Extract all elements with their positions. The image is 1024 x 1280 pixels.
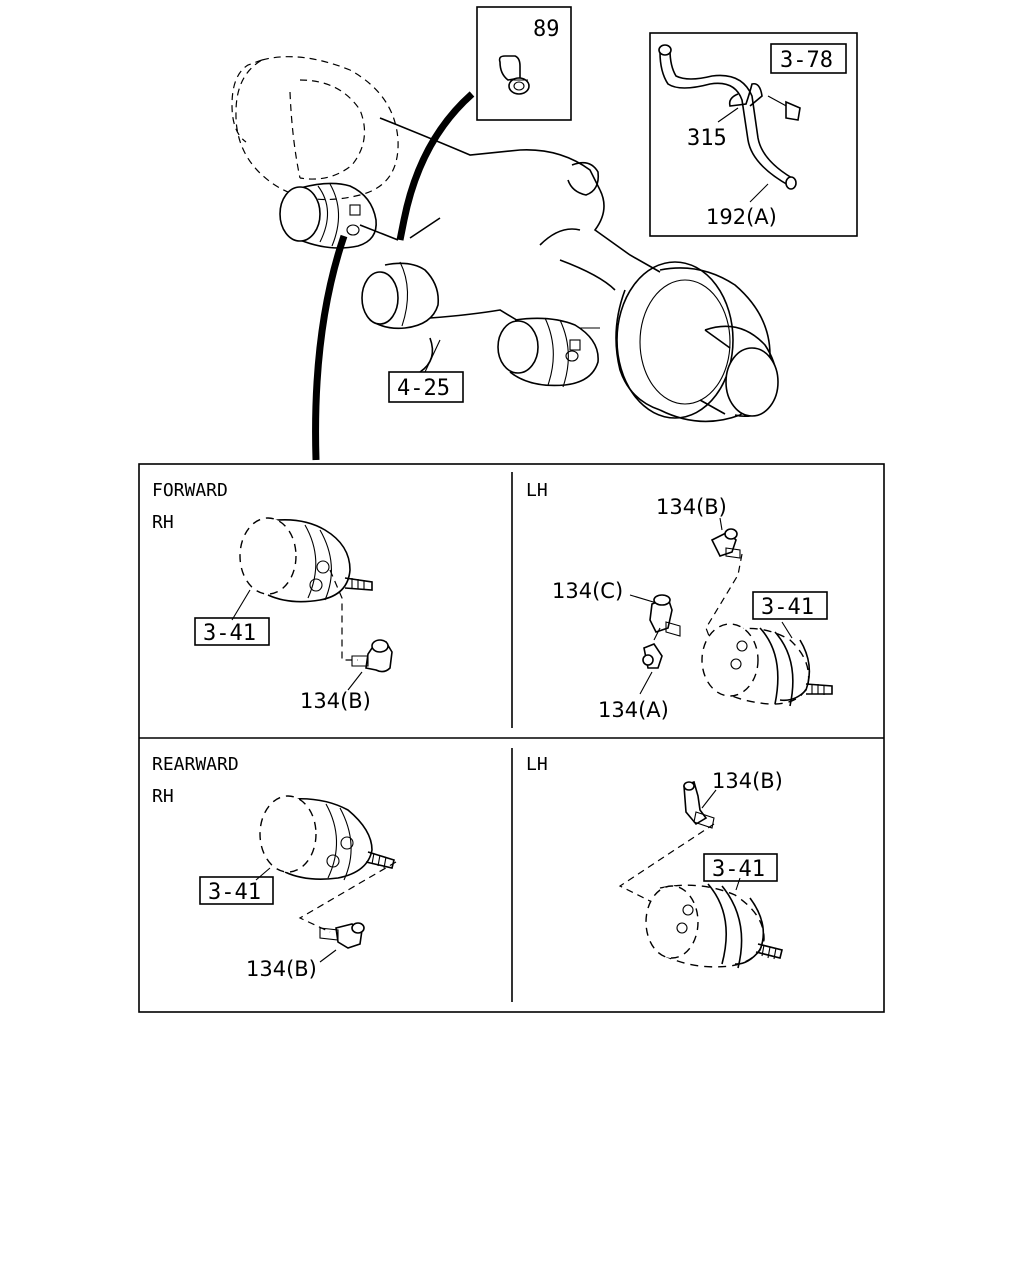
- axle-housing: [359, 117, 661, 323]
- label-134b-rear-rh: 134(B): [246, 957, 317, 981]
- middle-brake-chamber-top: [361, 261, 440, 330]
- ref-box-3-78: [770, 43, 847, 74]
- left-brake-drum: [231, 56, 399, 201]
- side-lh-forward: LH: [526, 480, 548, 501]
- label-134b-rear-lh: 134(B): [712, 769, 783, 793]
- elbow-fitting-rearward-rh: [319, 922, 365, 949]
- side-rh-rearward: RH: [152, 786, 174, 807]
- tee-fitting-134c: [649, 594, 681, 637]
- fitting-134a: [642, 627, 663, 669]
- right-brake-drum: [615, 261, 779, 423]
- hose-rearward-rh: [298, 861, 397, 933]
- left-brake-chamber-top: [279, 182, 377, 249]
- inset-part-89: 89: [476, 6, 572, 121]
- elbow-fitting-forward-rh: [351, 639, 393, 673]
- hose-rearward-lh: [618, 823, 715, 903]
- label-134a-fwd-lh: 134(A): [598, 698, 669, 722]
- hose-forward-rh: [329, 569, 358, 661]
- brake-chamber-rearward-rh: [259, 795, 395, 881]
- label-134b-fwd-rh: 134(B): [300, 689, 371, 713]
- panel-forward-rh: FORWARD RH 3-41 134(B): [152, 480, 393, 713]
- elbow-fitting-rearward-lh: [683, 780, 715, 829]
- label-192a: 192(A): [706, 205, 777, 229]
- axle-assembly-drawing: [231, 56, 779, 423]
- brake-chamber-forward-rh: [239, 517, 373, 603]
- label-134c-fwd-lh: 134(C): [552, 579, 623, 603]
- label-4-25: 4-25: [397, 376, 450, 401]
- brake-pipe-192a: [658, 44, 797, 190]
- side-lh-rearward: LH: [526, 754, 548, 775]
- ref-box-3-41-rear-lh: [703, 853, 778, 882]
- ref-4-25: 4-25: [388, 339, 464, 403]
- bolt-3-78: [767, 95, 801, 121]
- callout-leaders: [312, 91, 475, 461]
- brake-chamber-forward-lh: [701, 623, 833, 707]
- label-3-78: 3-78: [780, 48, 833, 73]
- side-rh-forward: RH: [152, 512, 174, 533]
- elbow-fitting-134b-fwd-lh: [710, 528, 741, 559]
- label-3-41-fwd-lh: 3-41: [761, 595, 814, 620]
- brake-chamber-rearward-lh: [645, 883, 783, 969]
- label-89: 89: [533, 17, 560, 42]
- inset-pipe-detail: 3-78 315 192(A): [649, 32, 858, 237]
- heading-rearward: REARWARD: [152, 754, 239, 775]
- ref-box-3-41-rear-rh: [199, 876, 274, 905]
- panel-rearward-lh: LH 134(B) 3-41: [526, 754, 783, 969]
- panel-rearward-rh: REARWARD RH 3-41 134(B): [152, 754, 397, 981]
- heading-forward: FORWARD: [152, 480, 228, 501]
- label-3-41-fwd-rh: 3-41: [203, 621, 256, 646]
- label-3-41-rear-lh: 3-41: [712, 857, 765, 882]
- label-315: 315: [687, 126, 727, 151]
- clip-315: [728, 82, 763, 107]
- label-3-41-rear-rh: 3-41: [208, 880, 261, 905]
- right-brake-chamber-top: [497, 317, 600, 388]
- ref-box-3-41-fwd-lh: [752, 591, 828, 620]
- label-134b-fwd-lh: 134(B): [656, 495, 727, 519]
- panel-forward-lh: LH 134(B) 134(C) 134(A): [526, 480, 833, 722]
- elbow-fitting-89: [498, 55, 530, 95]
- ref-box-3-41-fwd-rh: [194, 617, 270, 646]
- detail-panels: [138, 463, 885, 1013]
